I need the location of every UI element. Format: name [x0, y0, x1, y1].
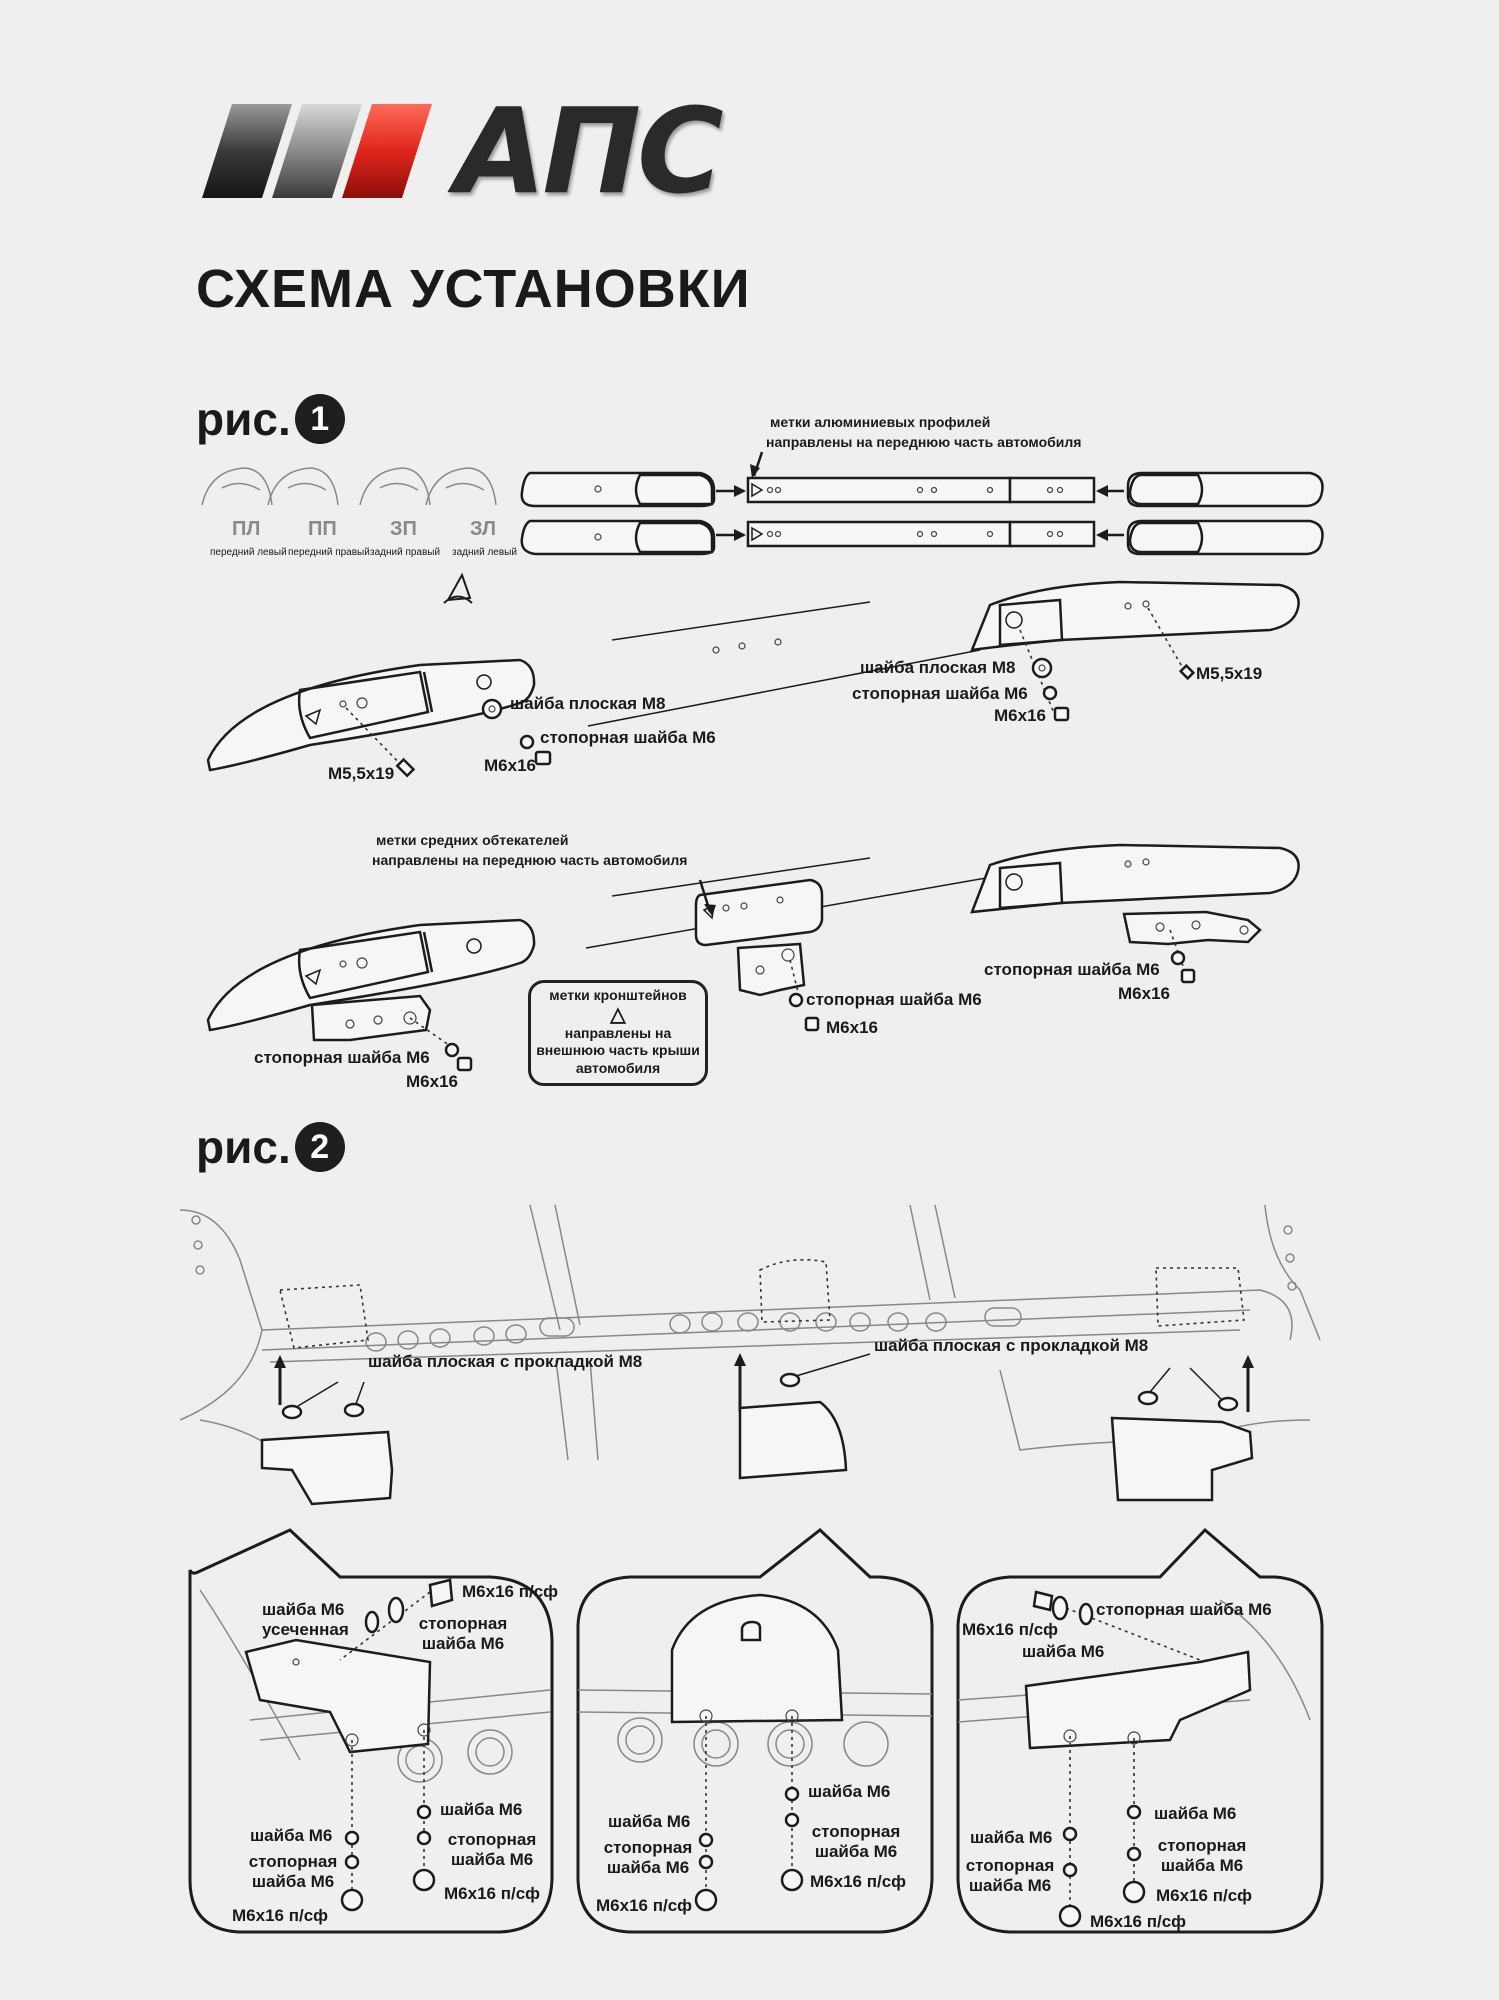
- fig2-label: рис.: [196, 1121, 291, 1173]
- detail-right-bolt-top: М6x16 п/сф: [962, 1620, 1059, 1639]
- profile-note-line1: метки алюминиевых профилей: [770, 414, 991, 430]
- label-lock-washer-2-left: стопорная шайба М6: [254, 1048, 430, 1067]
- detail-left-bolt-a: М6x16 п/сф: [232, 1906, 329, 1925]
- label-bolt-2-right: М6x16: [1118, 984, 1170, 1003]
- pos-caption-fr: передний правый: [288, 547, 370, 558]
- profile-note-line2: направлены на переднюю часть автомобиля: [766, 434, 1082, 450]
- fig1-heading: рис.1: [196, 392, 345, 448]
- label-lock-washer-left: стопорная шайба М6: [540, 728, 716, 747]
- detail-right-lock-a: стопорная шайба М6: [965, 1856, 1055, 1895]
- pos-code-fl: ПЛ: [232, 518, 261, 540]
- pos-caption-fl: передний левый: [210, 547, 287, 558]
- page-title: СХЕМА УСТАНОВКИ: [196, 259, 751, 319]
- label-lock-washer-right: стопорная шайба М6: [852, 684, 1028, 703]
- label-bolt-2-left: М6x16: [406, 1072, 458, 1091]
- pos-caption-rr: задний правый: [370, 547, 441, 558]
- detail-center-bolt-a: М6x16 п/сф: [596, 1896, 693, 1915]
- label-flat-washer-m8-left: шайба плоская М8: [510, 694, 666, 713]
- detail-center-washer-b: шайба М6: [808, 1782, 891, 1801]
- detail-center-lock-b: стопорная шайба М6: [811, 1822, 901, 1861]
- detail-center-washer-a: шайба М6: [608, 1812, 691, 1831]
- label-flat-washer-m8-right: шайба плоская М8: [860, 658, 1016, 677]
- bracket-note-box: метки кронштейнов △ направлены на внешню…: [528, 980, 708, 1086]
- label-bolt-2-mid: М6x16: [826, 1018, 878, 1037]
- pos-code-fr: ПП: [308, 518, 337, 540]
- bracket-note-triangle-icon: △: [610, 1003, 626, 1026]
- label-washer-gasket-left: шайба плоская с прокладкой М8: [368, 1352, 643, 1371]
- label-screw-right: М5,5x19: [1196, 664, 1263, 683]
- fig2-number-badge: 2: [294, 1121, 345, 1172]
- label-screw-left: М5,5x19: [328, 764, 395, 783]
- detail-left-bolt-b: М6x16 п/сф: [444, 1884, 541, 1903]
- bracket-note-line1: метки кронштейнов: [549, 987, 687, 1003]
- detail-left-lock-top: стопорная шайба М6: [418, 1614, 508, 1653]
- detail-left-washer-b: шайба М6: [440, 1800, 523, 1819]
- pos-caption-rl: задний левый: [452, 547, 517, 558]
- bracket-note-line2: направлены на: [564, 1024, 672, 1041]
- fig1-label: рис.: [196, 393, 291, 445]
- detail-right-bolt-a: М6x16 п/сф: [1090, 1912, 1187, 1931]
- fairing-note-line2: направлены на переднюю часть автомобиля: [372, 852, 688, 868]
- detail-left-cut-washer: шайба М6 усеченная: [262, 1600, 358, 1639]
- pos-code-rr: ЗП: [390, 518, 417, 540]
- detail-right-lock-top: стопорная шайба М6: [1096, 1600, 1272, 1619]
- detail-left-lock-b: стопорная шайба М6: [447, 1830, 537, 1869]
- detail-left-washer-a: шайба М6: [250, 1826, 333, 1845]
- detail-right-lock-b: стопорная шайба М6: [1157, 1836, 1247, 1875]
- fairing-note-line1: метки средних обтекателей: [376, 832, 569, 848]
- label-washer-gasket-right: шайба плоская с прокладкой М8: [874, 1336, 1149, 1355]
- label-lock-washer-2-right: стопорная шайба М6: [984, 960, 1160, 979]
- detail-left-lock-a: стопорная шайба М6: [248, 1852, 338, 1891]
- detail-right-washer-a: шайба М6: [970, 1828, 1053, 1847]
- pos-code-rl: ЗЛ: [470, 518, 497, 540]
- detail-left-bolt-top: М6x16 п/сф: [462, 1582, 559, 1601]
- detail-left-cut-washer-text: шайба М6 усеченная: [262, 1600, 349, 1639]
- label-bolt-right: М6x16: [994, 706, 1046, 725]
- detail-right-washer-top: шайба М6: [1022, 1642, 1105, 1661]
- bracket-note-line4: автомобиля: [575, 1059, 661, 1076]
- brand-wordmark: АПС: [455, 82, 724, 220]
- detail-center-bolt-b: М6x16 п/сф: [810, 1872, 907, 1891]
- label-bolt-left: М6x16: [484, 756, 536, 775]
- mark-triangle-icon: [446, 572, 472, 602]
- detail-center-lock-a: стопорная шайба М6: [603, 1838, 693, 1877]
- fig2-heading: рис.2: [196, 1120, 345, 1176]
- detail-right-bolt-b: М6x16 п/сф: [1156, 1886, 1253, 1905]
- bracket-note-line3: внешнюю часть крыши: [536, 1042, 700, 1058]
- label-lock-washer-2-mid: стопорная шайба М6: [806, 990, 982, 1009]
- fig1-number-badge: 1: [294, 393, 345, 444]
- detail-right-washer-b: шайба М6: [1154, 1804, 1237, 1823]
